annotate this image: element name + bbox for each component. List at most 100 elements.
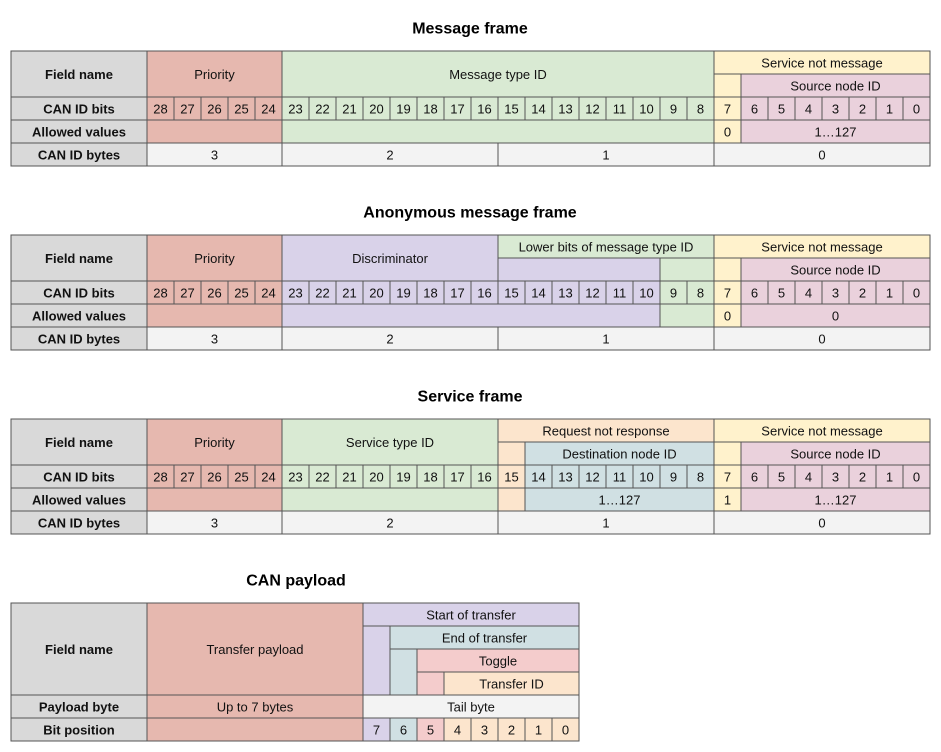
mf-byte-2-label: 2 [386, 148, 393, 163]
af-can-id-bytes-header-label: CAN ID bytes [38, 332, 120, 347]
af-bit-1-label: 1 [886, 286, 893, 301]
mf-bit-18-label: 18 [423, 102, 437, 117]
af-bit-3-label: 3 [832, 286, 839, 301]
sf-request-not-response-field-label: Request not response [542, 424, 669, 439]
mf-bit-25-label: 25 [234, 102, 248, 117]
pl-transfer-id-field-label: Transfer ID [479, 677, 544, 692]
sf-byte-2-label: 2 [386, 516, 393, 531]
pl-bit-7-label: 7 [373, 723, 380, 738]
af-lower-bits-field-label: Lower bits of message type ID [519, 240, 694, 255]
af-bit-19-label: 19 [396, 286, 410, 301]
af-bit-27-label: 27 [180, 286, 194, 301]
mf-bit-12-label: 12 [585, 102, 599, 117]
sf-service-type-id-field-label: Service type ID [346, 435, 434, 450]
sf-bit-20-label: 20 [369, 470, 383, 485]
mf-bit-1-label: 1 [886, 102, 893, 117]
af-byte-3-label: 3 [211, 332, 218, 347]
af-byte-0-label: 0 [818, 332, 825, 347]
af-field-name-header [10, 234, 148, 282]
sf-byte-3-label: 3 [211, 516, 218, 531]
mf-message-type-allowed [281, 119, 715, 144]
sf-can-id-bits-header-label: CAN ID bits [43, 470, 115, 485]
af-byte-2-label: 2 [386, 332, 393, 347]
sf-bit-22-label: 22 [315, 470, 329, 485]
mf-bit-19-label: 19 [396, 102, 410, 117]
mf-priority-field-label: Priority [194, 67, 235, 82]
pl-end-of-transfer-field-label: End of transfer [442, 631, 528, 646]
af-bit-26-label: 26 [207, 286, 221, 301]
af-byte-0 [713, 326, 931, 351]
af-service-not-message-field-label: Service not message [761, 240, 882, 255]
mf-bit-5-label: 5 [778, 102, 785, 117]
mf-priority-allowed [146, 119, 283, 144]
af-bit-23-label: 23 [288, 286, 302, 301]
af-bit-24-label: 24 [261, 286, 275, 301]
af-bit-4-label: 4 [805, 286, 812, 301]
mf-field-name-header-label: Field name [45, 67, 113, 82]
af-bit-6-label: 6 [751, 286, 758, 301]
mf-bit-26-label: 26 [207, 102, 221, 117]
sf-allowed-values-header-label: Allowed values [32, 493, 126, 508]
pl-bit-6-label: 6 [400, 723, 407, 738]
af-bit-20-label: 20 [369, 286, 383, 301]
mf-bit-2-label: 2 [859, 102, 866, 117]
sf-bit-19-label: 19 [396, 470, 410, 485]
can-payload-title: CAN payload [246, 573, 346, 590]
sf-bit-23-label: 23 [288, 470, 302, 485]
af-allowed-values-header-label: Allowed values [32, 309, 126, 324]
sf-byte-1-label: 1 [602, 516, 609, 531]
sf-bit-3-label: 3 [832, 470, 839, 485]
sf-destination-node-id-field-label: Destination node ID [562, 447, 676, 462]
mf-bit-17-label: 17 [450, 102, 464, 117]
sf-source-node-id-field-label: Source node ID [790, 447, 880, 462]
af-bit-5-label: 5 [778, 286, 785, 301]
mf-bit-23-label: 23 [288, 102, 302, 117]
af-bit-10-label: 10 [639, 286, 653, 301]
mf-bit-3-label: 3 [832, 102, 839, 117]
mf-source-node-id-field-label: Source node ID [790, 79, 880, 94]
mf-byte-0 [713, 142, 931, 167]
sf-dest-node-allowed-label: 1…127 [599, 493, 641, 508]
af-bit-22-label: 22 [315, 286, 329, 301]
af-priority-allowed [146, 303, 283, 328]
af-bit-11-label: 11 [613, 286, 627, 301]
af-bit-13-label: 13 [558, 286, 572, 301]
af-node-id-allowed-label: 0 [832, 309, 839, 324]
mf-priority-field [146, 50, 283, 98]
af-lower-bits-allowed [659, 303, 715, 328]
sf-bit-4-label: 4 [805, 470, 812, 485]
mf-bit-10-label: 10 [639, 102, 653, 117]
sf-field-name-header-label: Field name [45, 435, 113, 450]
sf-bit-7-label: 7 [724, 470, 731, 485]
mf-field-name-header [10, 50, 148, 98]
mf-byte-1-label: 1 [602, 148, 609, 163]
pl-bit-3-label: 3 [481, 723, 488, 738]
pl-start-of-transfer-stub [362, 625, 391, 696]
mf-byte-0-label: 0 [818, 148, 825, 163]
pl-bit-5-label: 5 [427, 723, 434, 738]
mf-can-id-bits-header-label: CAN ID bits [43, 102, 115, 117]
sf-bit-18-label: 18 [423, 470, 437, 485]
sf-bit-2-label: 2 [859, 470, 866, 485]
mf-bit-8-label: 8 [697, 102, 704, 117]
sf-priority-field-label: Priority [194, 435, 235, 450]
mf-bit-21-label: 21 [342, 102, 356, 117]
af-priority-field-label: Priority [194, 251, 235, 266]
sf-field-name-header [10, 418, 148, 466]
af-bit-15-label: 15 [504, 286, 518, 301]
af-can-id-bits-header-label: CAN ID bits [43, 286, 115, 301]
af-bit-9-label: 9 [670, 286, 677, 301]
service-frame-title: Service frame [418, 389, 523, 406]
pl-bit-position-header-label: Bit position [43, 723, 115, 738]
sf-bit-27-label: 27 [180, 470, 194, 485]
af-discriminator-label: Discriminator [352, 251, 429, 266]
af-service-flag-stub [713, 257, 742, 282]
mf-bit-6-label: 6 [751, 102, 758, 117]
af-discriminator-tail [497, 257, 661, 282]
mf-bit-0-label: 0 [913, 102, 920, 117]
pl-bit-1-label: 1 [535, 723, 542, 738]
af-bit-28-label: 28 [153, 286, 167, 301]
mf-bit-14-label: 14 [531, 102, 545, 117]
mf-bit-11-label: 11 [613, 102, 627, 117]
sf-service-type-allowed [281, 487, 499, 512]
